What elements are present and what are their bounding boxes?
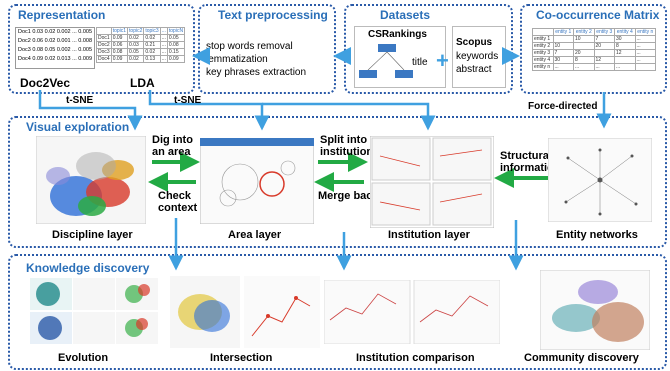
- knowledge-discovery-title: Knowledge discovery: [26, 261, 150, 275]
- lda-label: LDA: [130, 76, 155, 90]
- datasets-title: Datasets: [380, 8, 431, 22]
- evolution-label: Evolution: [58, 352, 109, 364]
- institution-layer-thumbnail: [370, 136, 494, 228]
- institution-layer-label: Institution layer: [388, 229, 470, 241]
- text-preprocessing-title: Text preprocessing: [218, 8, 328, 22]
- discipline-layer-label: Discipline layer: [52, 229, 133, 241]
- force-directed-label: Force-directed: [528, 101, 598, 112]
- scopus-keywords: keywords: [456, 51, 499, 62]
- arrow-lda-institution: [262, 102, 436, 131]
- split-into-label: Split into institutions: [320, 134, 380, 158]
- doc2vec-label: Doc2Vec: [20, 76, 71, 90]
- entity-networks-label: Entity networks: [556, 229, 638, 241]
- intersection-thumbnail: [170, 276, 320, 348]
- institution-comparison-thumbnail: [324, 280, 500, 344]
- tsne-right-label: t-SNE: [174, 95, 202, 106]
- cooccurrence-title: Co-occurrence Matrix: [536, 8, 660, 22]
- doc-row: Doc1 0.03 0.02 0.002 ... 0.005: [18, 29, 93, 35]
- preprocessing-item: lemmatization: [206, 54, 268, 65]
- evolution-thumbnail: [30, 278, 158, 344]
- area-layer-thumbnail: [200, 138, 314, 224]
- community-discovery-label: Community discovery: [524, 352, 639, 364]
- community-discovery-thumbnail: [540, 270, 650, 350]
- visual-exploration-title: Visual exploration: [26, 120, 130, 134]
- scopus-box: [452, 26, 506, 88]
- representation-title: Representation: [18, 8, 106, 22]
- intersection-label: Intersection: [210, 352, 273, 364]
- doc-row: Doc4 0.09 0.02 0.013 ... 0.009: [18, 56, 93, 62]
- merge-back-label: Merge back: [318, 190, 379, 202]
- arrow-doc2vec-tsne: [38, 90, 143, 131]
- scopus-abstract: abstract: [456, 64, 492, 75]
- tsne-left-label: t-SNE: [66, 95, 94, 106]
- csrankings-label: CSRankings: [368, 29, 427, 40]
- table-row: entity n............: [532, 63, 656, 71]
- csrankings-tree: [359, 44, 413, 78]
- plus-icon: +: [436, 48, 449, 73]
- scopus-label: Scopus: [456, 37, 493, 48]
- doc-row: Doc3 0.08 0.05 0.002 ... 0.005: [18, 47, 93, 53]
- institution-comparison-label: Institution comparison: [356, 352, 475, 364]
- title-attribute: title: [412, 57, 428, 68]
- doc2vec-table: Doc1 0.03 0.02 0.002 ... 0.005 Doc2 0.06…: [15, 27, 95, 69]
- dig-into-label: Dig into an area: [152, 134, 193, 158]
- doc-row: Doc2 0.06 0.02 0.001 ... 0.008: [18, 38, 93, 44]
- structural-label: Structural information: [500, 150, 561, 174]
- preprocessing-item: key phrases extraction: [206, 67, 307, 78]
- text-preprocessing-panel: [198, 4, 336, 94]
- entity-networks-thumbnail: [548, 138, 652, 222]
- discipline-layer-thumbnail: [36, 136, 146, 224]
- area-layer-label: Area layer: [228, 229, 282, 241]
- arrow-lda-tsne: [148, 90, 270, 131]
- check-context-label: Check context: [158, 190, 198, 214]
- preprocessing-item: stop words removal: [206, 41, 293, 52]
